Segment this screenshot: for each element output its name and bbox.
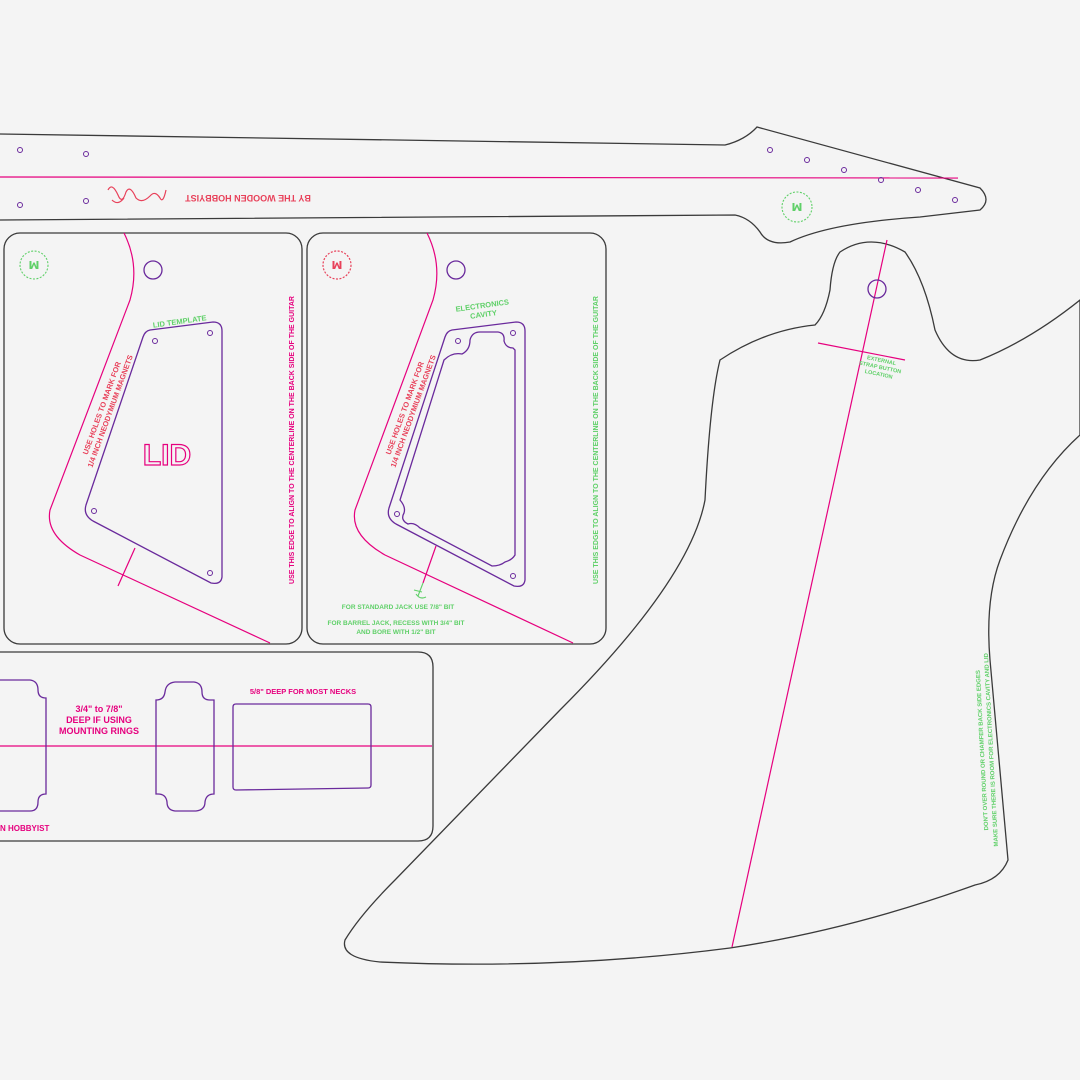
strap-guide-line [817,342,906,361]
pickup-brand-partial: N HOBBYIST [0,824,49,833]
cavity-hang-hole [446,260,466,280]
cavity-edge-note: USE THIS EDGE TO ALIGN TO THE CENTERLINE… [593,296,600,584]
depth-note: 3/4" to 7/8" DEEP IF USING MOUNTING RING… [59,704,139,736]
svg-text:DEEP IF USING: DEEP IF USING [66,715,132,725]
neck-pickup-route [232,703,372,791]
lid-big-label: LID [143,439,191,472]
barrel-jack-note-2: AND BORE WITH 1/2" BIT [356,629,435,636]
cavity-panel-outline [306,232,607,645]
barrel-jack-note-1: FOR BARREL JACK, RECESS WITH 3/4" BIT [328,620,465,627]
neck-depth-note: 5/8" DEEP FOR MOST NECKS [250,687,356,696]
cavity-holes [394,330,516,579]
cavity-body-edge [353,232,574,644]
lid-edge-note: USE THIS EDGE TO ALIGN TO THE CENTERLINE… [289,296,296,584]
neck-brand-text: BY THE WOODEN HOBBYIST [185,193,311,203]
svg-text:MOUNTING RINGS: MOUNTING RINGS [59,726,139,736]
pickup-panel-outline [0,651,434,842]
jack-symbol [413,582,427,599]
svg-text:3/4" to 7/8": 3/4" to 7/8" [75,704,122,714]
jack-line [422,545,437,584]
cavity-inner-outline [399,331,516,567]
lid-hang-hole [143,260,163,280]
body-template: EXTERNAL STRAP BUTTON LOCATION DON'T OVE… [343,239,1080,965]
lid-template-label: LID TEMPLATE [152,313,207,329]
pickup-panel: 3/4" to 7/8" DEEP IF USING MOUNTING RING… [0,651,434,842]
lid-holes [91,330,213,576]
lid-logo: ꟽ [19,250,49,280]
bridge-pickup-route [0,679,47,812]
svg-text:ꟽ: ꟽ [29,260,40,272]
middle-pickup-route [155,681,215,812]
edge-note: DON'T OVER ROUND OR CHAMFER BACK SIDE ED… [976,652,1000,846]
lid-panel: LID TEMPLATE LID USE HOLES TO MARK FOR 1… [3,232,303,645]
cavity-logo: ꟽ [322,250,352,280]
neck-template: BY THE WOODEN HOBBYIST ꟽ [0,126,987,244]
cavity-panel: ELECTRONICS CAVITY USE HOLES TO MARK FOR… [306,232,607,645]
tuner-holes [17,147,958,208]
lid-body-edge [48,232,271,644]
lid-template-outline [84,321,223,585]
svg-text:LOCATION: LOCATION [864,369,893,381]
neck-centerline [0,176,959,179]
svg-text:CAVITY: CAVITY [470,308,498,321]
neck-outline [0,126,987,244]
body-outline [343,241,1080,965]
cavity-holes-note: USE HOLES TO MARK FOR 1/4 INCH NEODYMIUM… [384,354,438,469]
lid-holes-note: USE HOLES TO MARK FOR 1/4 INCH NEODYMIUM… [81,354,135,469]
wooden-hobbyist-logo: ꟽ [781,191,813,223]
signature-logo [107,186,167,204]
lid-tick [117,547,136,587]
standard-jack-note: FOR STANDARD JACK USE 7/8" BIT [342,604,454,611]
cavity-label: ELECTRONICS CAVITY [455,297,509,321]
cavity-outer-outline [387,321,526,588]
lid-panel-outline [3,232,303,645]
svg-text:ꟽ: ꟽ [792,202,803,214]
svg-text:ꟽ: ꟽ [332,260,343,272]
strap-button-hole [867,279,887,299]
body-centerline [731,239,888,948]
